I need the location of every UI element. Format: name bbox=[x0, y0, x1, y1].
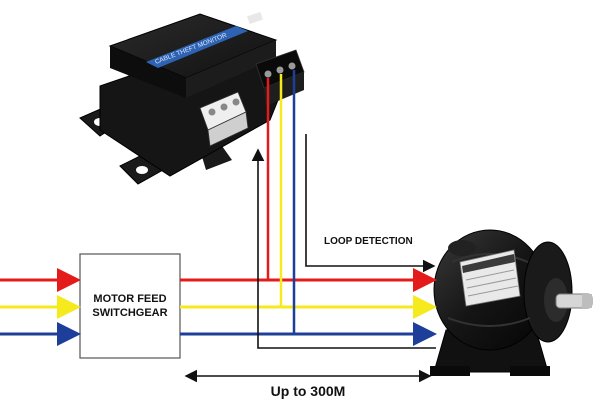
monitor-device: CABLE THEFT MONITOR bbox=[79, 12, 305, 185]
distance-label: Up to 300M bbox=[271, 383, 346, 399]
switchgear-label-line1: MOTOR FEED bbox=[93, 293, 166, 305]
switchgear-label-line2: SWITCHGEAR bbox=[92, 307, 167, 319]
loop-detection-label: LOOP DETECTION bbox=[324, 236, 413, 247]
incoming-phases bbox=[0, 268, 81, 346]
monitor-tap-wires bbox=[266, 70, 296, 334]
electric-motor bbox=[430, 229, 593, 376]
loop-return-wire bbox=[251, 148, 436, 349]
switchgear-box: MOTOR FEED SWITCHGEAR bbox=[79, 253, 181, 359]
loop-detection-wires: LOOP DETECTION bbox=[251, 134, 436, 349]
distance-indicator: Up to 300M bbox=[184, 369, 432, 399]
loop-out-wire bbox=[305, 134, 436, 273]
motor-feed-phases bbox=[180, 268, 437, 346]
terminal-block-left bbox=[199, 91, 249, 147]
motor-nameplate bbox=[459, 249, 521, 307]
